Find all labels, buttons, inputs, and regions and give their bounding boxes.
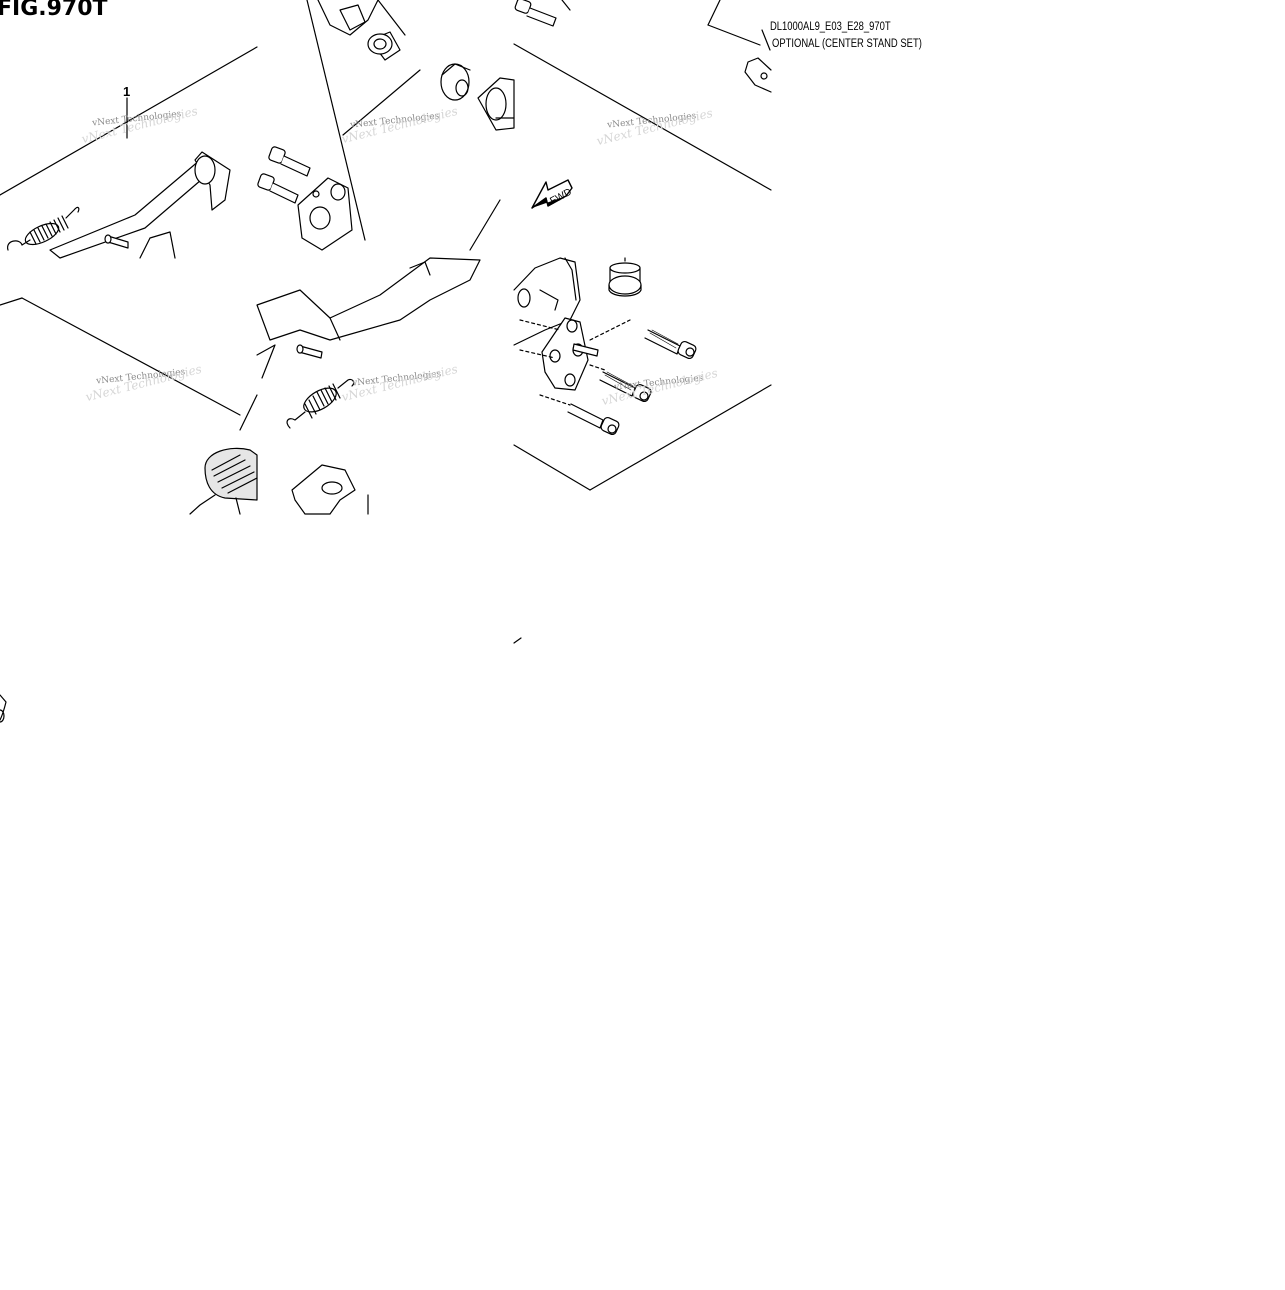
- frame-line: [469, 199, 501, 251]
- frame-line: [21, 297, 241, 416]
- collar-2: [477, 77, 515, 131]
- frame-line: [0, 297, 23, 306]
- stand-lever-arm: [256, 257, 481, 379]
- diagram-code: DL1000AL9_E03_E28_970T: [770, 21, 891, 33]
- rubber-bushing: [367, 31, 401, 61]
- frame-line: [239, 394, 258, 431]
- bracket-plate: [541, 317, 589, 391]
- return-spring: [7, 206, 80, 251]
- tile-top-left: [0, 46, 258, 259]
- pivot-pin: [572, 343, 599, 357]
- figure-title: FIG.970T: [0, 0, 108, 21]
- optional-note: OPTIONAL (CENTER STAND SET): [772, 38, 922, 50]
- frame-line: [513, 444, 591, 491]
- fragment-shape: [0, 694, 7, 721]
- collar: [440, 63, 471, 101]
- stand-foot-pad: [189, 447, 258, 515]
- frame-line: [342, 69, 421, 136]
- tile-middle-left: [0, 297, 258, 515]
- pivot-pin: [296, 344, 323, 359]
- stand-bracket-plate: [297, 177, 353, 251]
- tile-top-right: [513, 0, 772, 191]
- mounting-bolt: [257, 173, 299, 204]
- forward-direction-arrow: FWD: [531, 179, 574, 209]
- frame-line: [0, 46, 258, 196]
- mounting-bolt: [268, 146, 311, 177]
- center-stand-arm: [49, 151, 231, 259]
- mounting-bolt: [644, 329, 697, 360]
- pivot-pin: [104, 234, 129, 249]
- tile-top-middle: [256, 0, 515, 515]
- mirror-bracket-edge: [744, 57, 772, 93]
- frame-line: [589, 384, 772, 491]
- frame-bracket: [513, 257, 581, 346]
- frame-line: [707, 24, 761, 46]
- upper-bracket: [317, 0, 406, 36]
- part-callout-number: 1: [123, 84, 131, 99]
- frame-line: [513, 43, 772, 191]
- rubber-stopper: [608, 262, 642, 297]
- mounting-bolt: [567, 403, 620, 436]
- assembly-leader: [519, 257, 631, 406]
- stand-foot-bracket: [291, 464, 369, 515]
- frame-line: [306, 0, 366, 241]
- fragment-line: [513, 637, 522, 644]
- frame-line: [707, 0, 721, 26]
- return-spring: [286, 378, 355, 429]
- mounting-bolt: [514, 0, 557, 27]
- tile-middle-right: [513, 257, 772, 491]
- mounting-bolt: [599, 371, 652, 403]
- fragment-circle: [0, 709, 5, 723]
